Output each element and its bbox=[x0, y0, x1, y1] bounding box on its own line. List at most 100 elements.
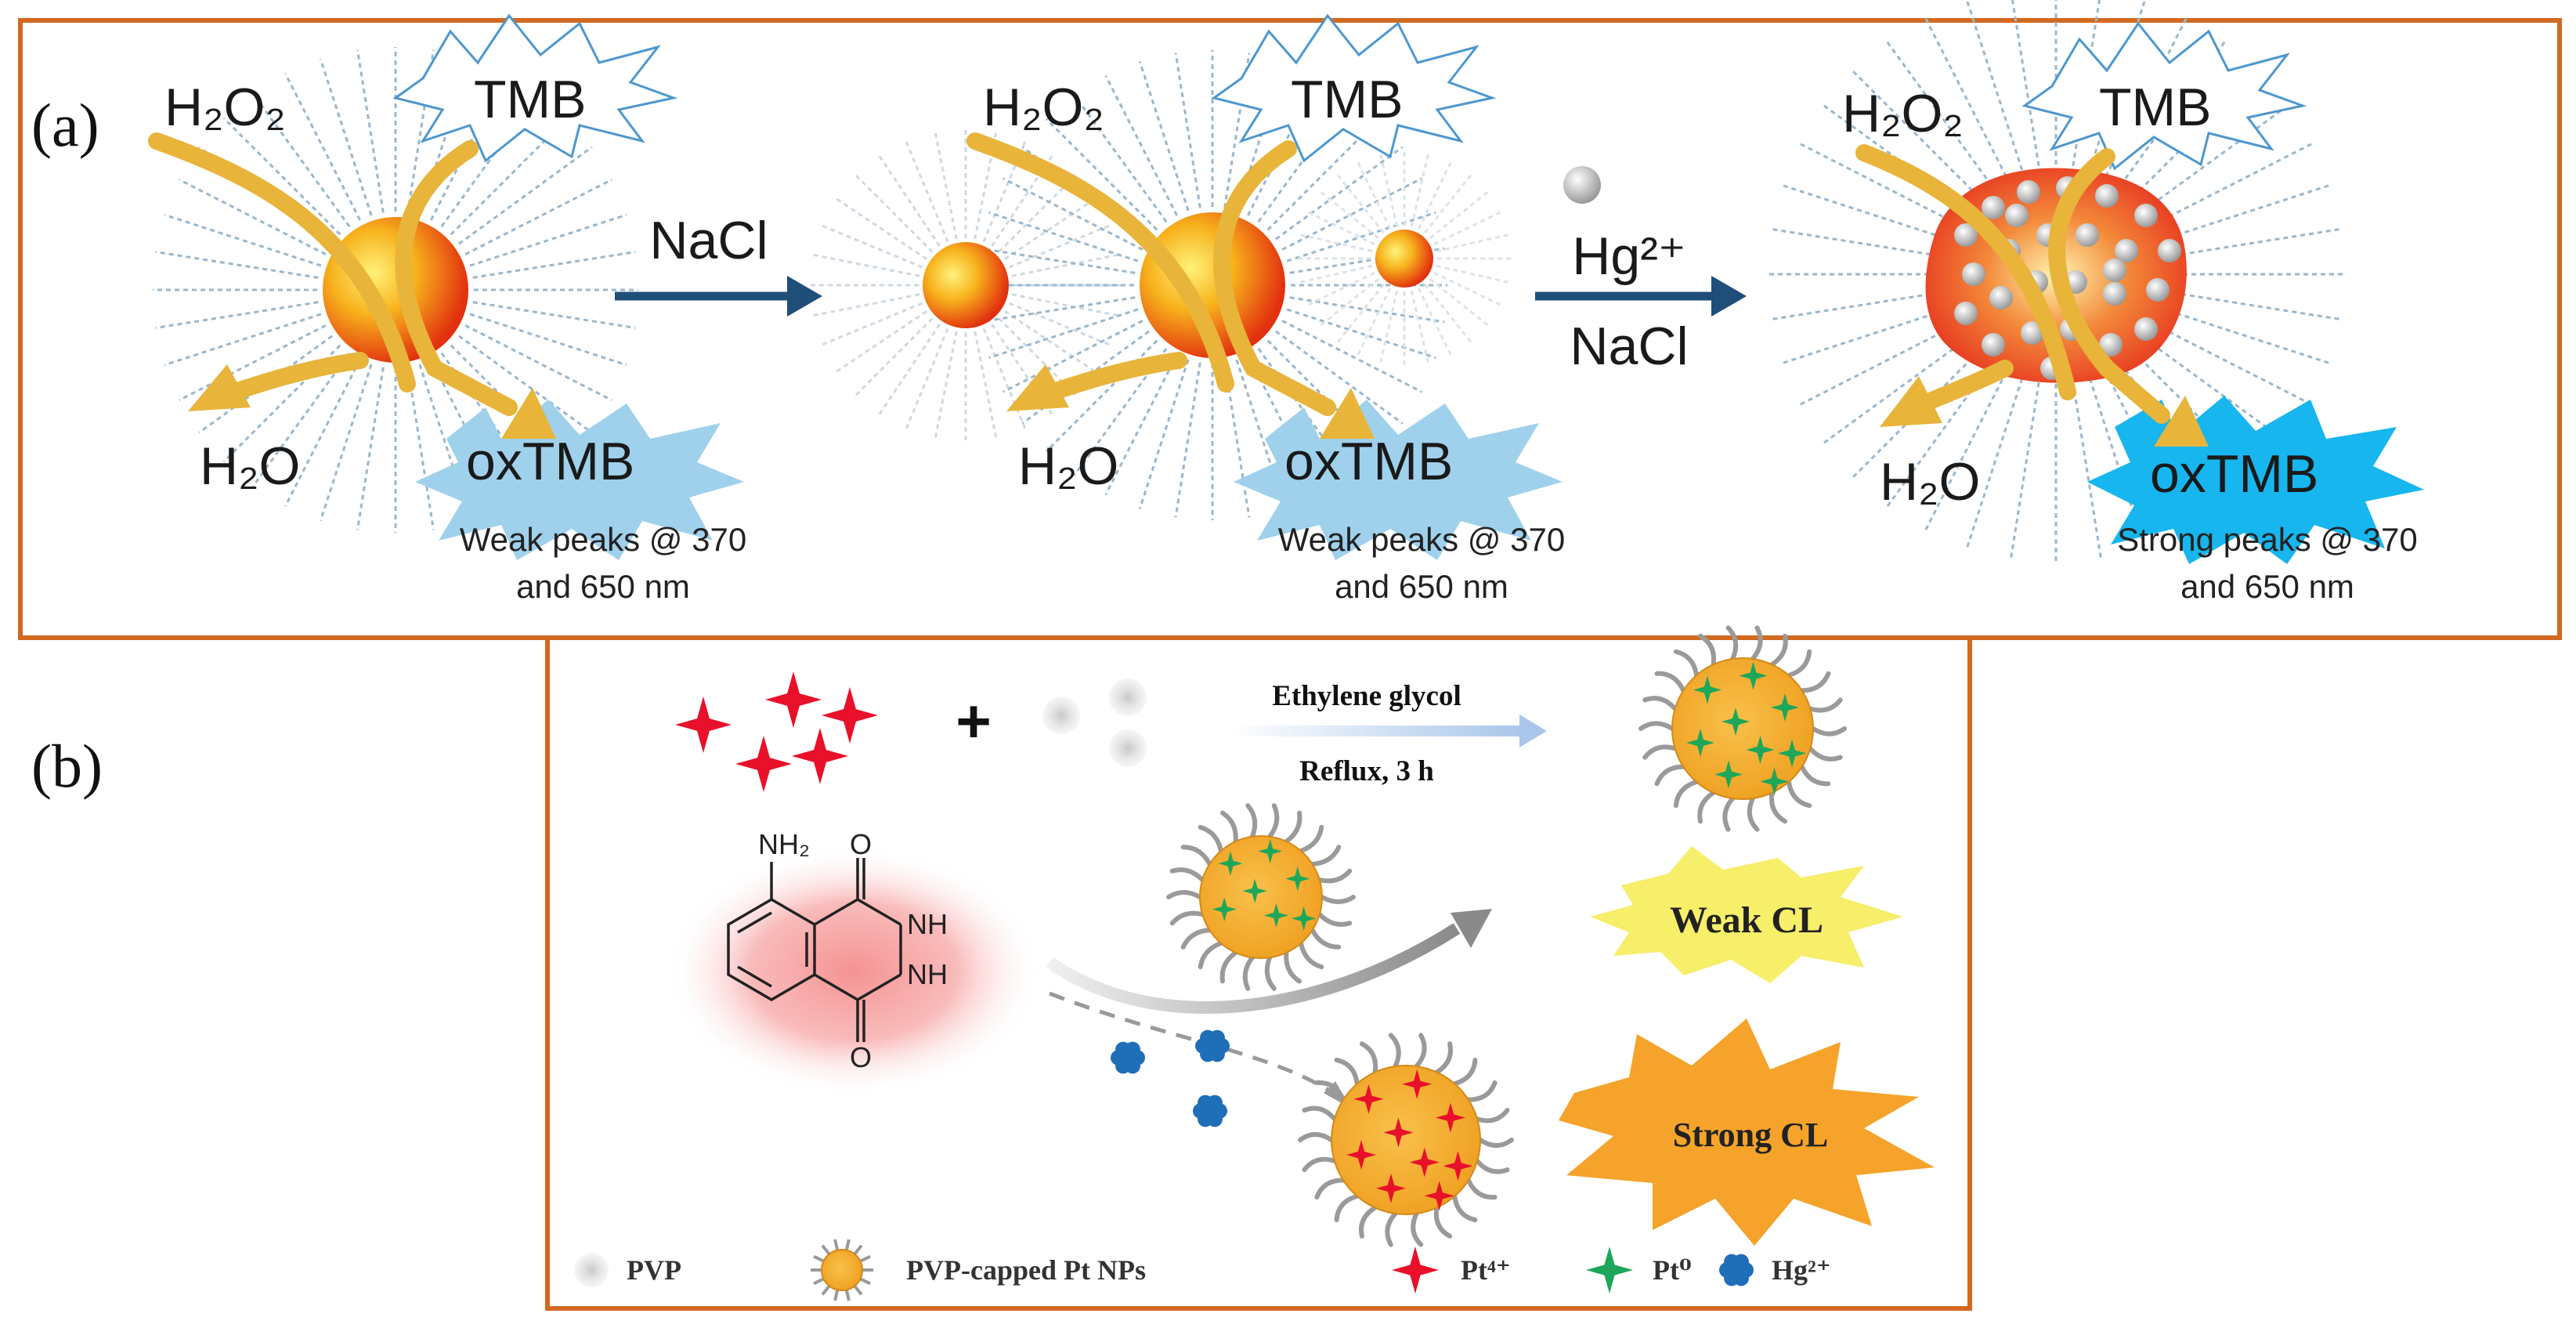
tmb-flow-arrow bbox=[2048, 148, 2170, 424]
pvp-chain bbox=[1811, 726, 1847, 736]
ligand-chain bbox=[1436, 264, 1512, 284]
pt-core bbox=[1671, 657, 1814, 800]
mercury-atom bbox=[2134, 204, 2158, 227]
hg2-ion bbox=[1195, 1029, 1230, 1062]
h2o-label: H₂O bbox=[1018, 436, 1118, 496]
legend-hg2-ion bbox=[1719, 1254, 1754, 1286]
ligand-chain bbox=[2159, 183, 2332, 242]
pvp-chain bbox=[1359, 1205, 1378, 1239]
pvp-chain bbox=[1302, 1156, 1337, 1173]
pvp-chain bbox=[1697, 790, 1716, 824]
condition-top: Ethylene glycol bbox=[1272, 680, 1461, 712]
pvp-chain bbox=[1302, 1105, 1337, 1122]
pvp-chain bbox=[1452, 1193, 1478, 1223]
mercury-atom bbox=[2076, 223, 2099, 247]
ligand-chain bbox=[1417, 159, 1454, 230]
pvp-chain bbox=[1722, 796, 1736, 832]
ligand-chain bbox=[2144, 103, 2292, 211]
ligand-chain bbox=[469, 313, 627, 367]
ligand-chain bbox=[1004, 197, 1097, 260]
pt-core bbox=[1199, 835, 1323, 959]
pt0-site bbox=[1263, 903, 1289, 928]
pvp-chain bbox=[1642, 744, 1678, 760]
pt4-ion bbox=[735, 736, 792, 792]
mercury-atom bbox=[2103, 282, 2126, 306]
stage-1: TMB H₂O₂ H₂O oxTMB Weak peaks @ 370 and … bbox=[148, 13, 746, 605]
weak-cl-label: Weak CL bbox=[1670, 899, 1823, 941]
legend-pt0-star bbox=[1586, 1247, 1633, 1294]
oxtmb-label: oxTMB bbox=[466, 432, 634, 491]
ligand-chain bbox=[1008, 224, 1111, 269]
pvp-chain bbox=[1314, 1178, 1346, 1200]
pt0-site bbox=[1212, 897, 1237, 922]
pvp-chain bbox=[1317, 868, 1353, 884]
ligand-chain bbox=[2164, 227, 2343, 259]
pt0-site bbox=[1285, 867, 1310, 892]
pvp-chain bbox=[1299, 940, 1324, 970]
reaction-arrow-1: NaCl bbox=[615, 211, 822, 317]
ligand-chain bbox=[988, 211, 1139, 262]
mercury-atom bbox=[1982, 333, 2005, 356]
pvp-chain bbox=[1808, 697, 1843, 713]
ligand-chain bbox=[811, 253, 920, 277]
ligand-chain bbox=[1797, 323, 1959, 407]
ligand-chain bbox=[974, 131, 998, 240]
legend-pt-nps-label: PVP-capped Pt NPs bbox=[906, 1254, 1146, 1286]
legend-pvp-swatch bbox=[574, 1253, 609, 1287]
ligand-chain bbox=[1436, 233, 1512, 253]
pt4-site bbox=[1409, 1147, 1440, 1178]
ligand-chain bbox=[164, 313, 322, 367]
pvp-chain bbox=[1725, 625, 1739, 661]
ligand-chain bbox=[472, 251, 636, 279]
arrow2-label-bottom: NaCl bbox=[1570, 317, 1688, 376]
panel-a-label: (a) bbox=[31, 91, 99, 159]
pt0-site bbox=[1746, 736, 1775, 764]
pt-core bbox=[1331, 1065, 1481, 1215]
pvp-chain bbox=[1198, 940, 1223, 970]
ligand-chain bbox=[1410, 290, 1430, 366]
caption-line-1: Weak peaks @ 370 bbox=[460, 521, 746, 558]
ligand-chain bbox=[430, 73, 508, 221]
ligand-chain bbox=[1011, 253, 1120, 277]
oxtmb-burst bbox=[1234, 400, 1563, 560]
ligand-chain bbox=[469, 213, 627, 267]
ligand-chain bbox=[1281, 320, 1422, 393]
pt0-site bbox=[1739, 661, 1768, 690]
pvp-chain bbox=[1320, 895, 1356, 904]
caption-line-2: and 650 nm bbox=[516, 568, 690, 605]
ligand-chain bbox=[1305, 209, 1375, 246]
pvp-chain bbox=[1219, 950, 1238, 984]
ligand-chain bbox=[991, 324, 1054, 417]
pvp-capped-pt-np bbox=[1298, 1033, 1514, 1247]
stage-3: TMB H₂O₂ H₂O oxTMB Strong peaks @ 370 an… bbox=[1766, 0, 2424, 605]
ligand-chain bbox=[877, 324, 941, 417]
ligand-chain bbox=[905, 139, 949, 243]
h2o2-flow-arrow bbox=[148, 132, 416, 393]
pvp-chain bbox=[1475, 1158, 1510, 1174]
ligand-chain bbox=[1779, 183, 1953, 242]
ligand-chain bbox=[820, 302, 923, 346]
legend-pvp-label: PVP bbox=[627, 1254, 681, 1286]
pvp-chain bbox=[1411, 1211, 1424, 1247]
legend-pt4-label: Pt⁴⁺ bbox=[1461, 1254, 1511, 1286]
legend-pt0-label: Pt⁰ bbox=[1653, 1254, 1692, 1286]
ligand-chain bbox=[1011, 293, 1120, 317]
pvp-chain bbox=[1799, 671, 1831, 693]
pvp-chain bbox=[1284, 950, 1302, 984]
hg2-ions bbox=[1111, 1029, 1230, 1127]
ligand-chain bbox=[1286, 211, 1436, 262]
ligand-chain bbox=[991, 154, 1054, 247]
pvp-chain bbox=[1264, 955, 1277, 991]
ligand-chain bbox=[834, 310, 927, 374]
ligand-chain bbox=[2009, 382, 2040, 561]
ligand-chain bbox=[1073, 94, 1168, 223]
pt0-site bbox=[1693, 675, 1722, 704]
ligand-chain bbox=[1417, 288, 1454, 358]
ligand-chain bbox=[811, 293, 920, 317]
synthesis-row: + Ethylene glycol Reflux, 3 h bbox=[675, 625, 1847, 832]
ligand-chain bbox=[1003, 320, 1143, 393]
pvp-molecule bbox=[1109, 729, 1147, 767]
reaction-arrow-2: Hg²⁺ NaCl bbox=[1535, 166, 1747, 376]
ligand-chain bbox=[1923, 371, 2007, 534]
ligand-chain bbox=[2072, 382, 2103, 561]
